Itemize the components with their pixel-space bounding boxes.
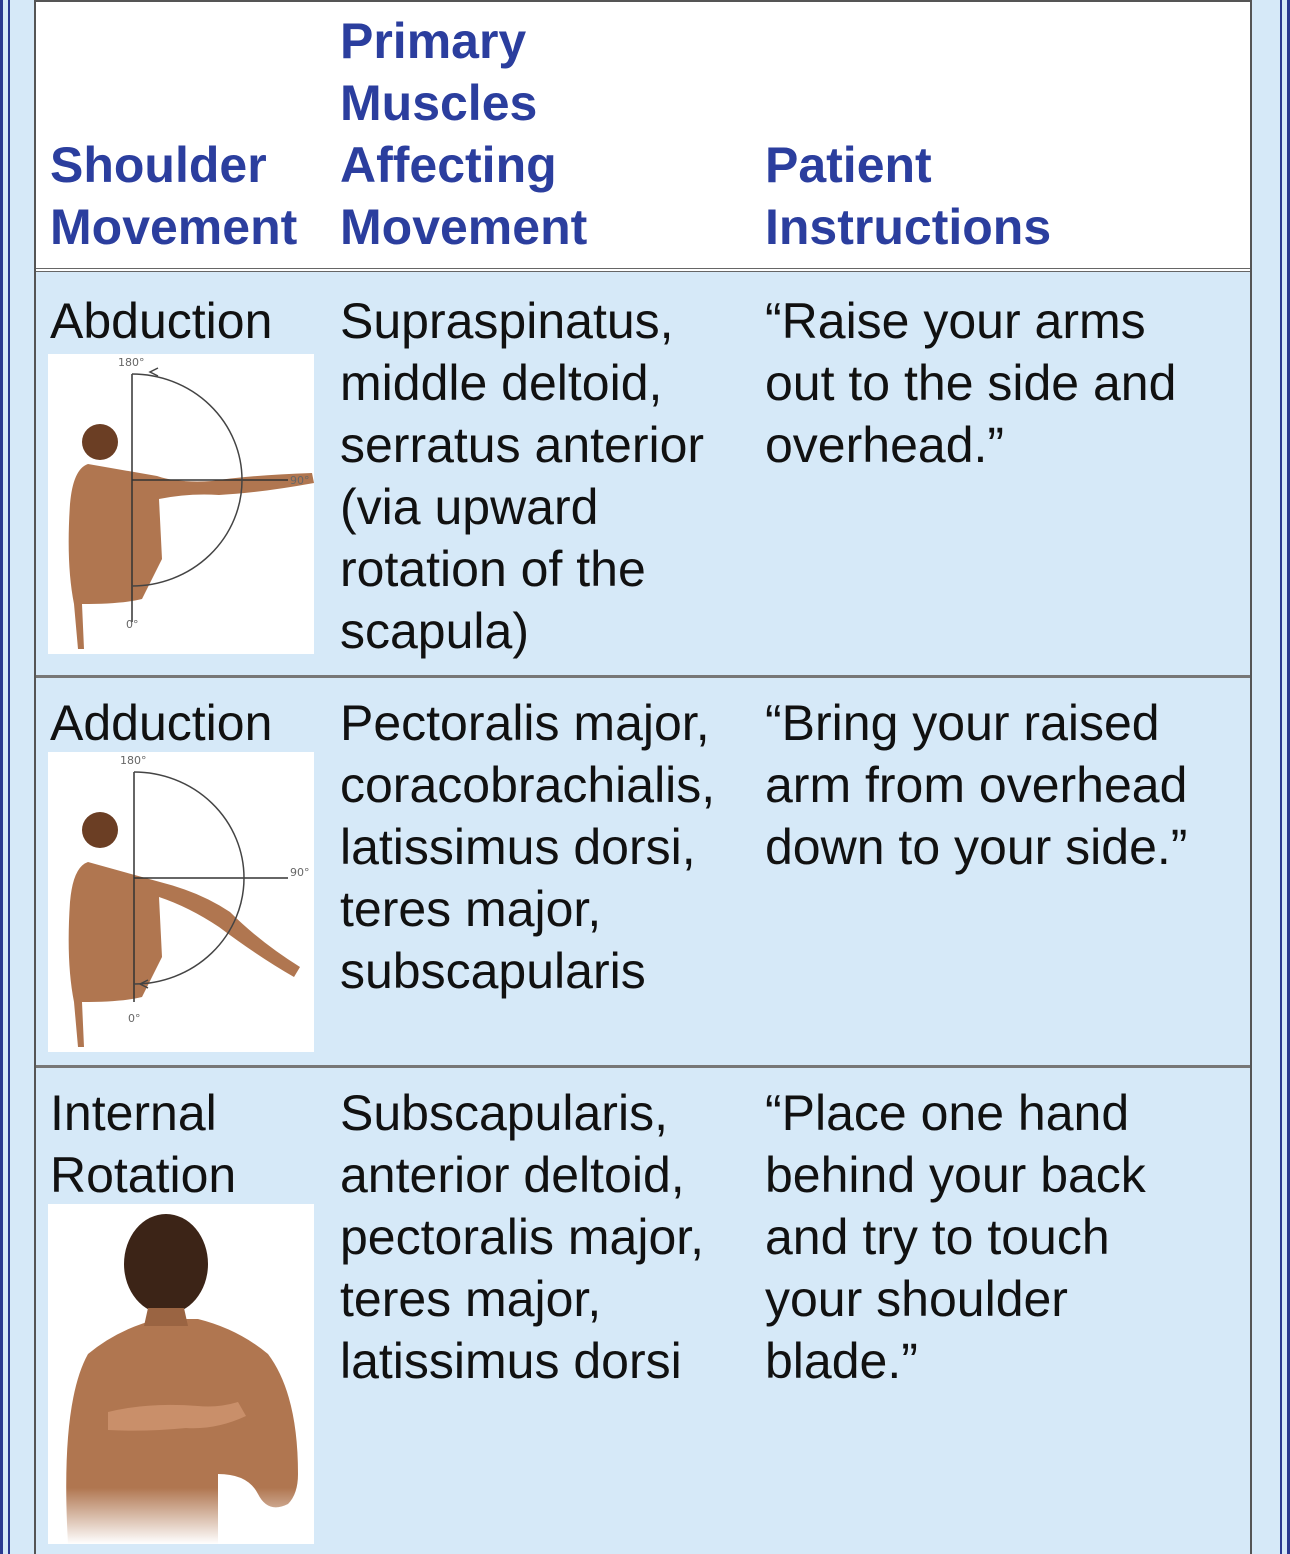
tick-90: 90°: [290, 474, 310, 487]
tick-0: 0°: [128, 1012, 141, 1025]
movement-name: Adduction: [50, 695, 273, 751]
table-row-internal-rotation: Internal Rotation Subscapularis, anterio…: [36, 1068, 1250, 1554]
primary-muscles: Supraspinatus, middle deltoid, serratus …: [340, 293, 705, 659]
abduction-figure: 180° 90° 0°: [48, 354, 314, 654]
page-frame-right: [1287, 0, 1290, 1554]
tick-0: 0°: [126, 618, 139, 631]
shoulder-movement-table: Shoulder Movement Primary Muscles Affect…: [34, 0, 1252, 1554]
tick-180: 180°: [120, 754, 147, 767]
tick-180: 180°: [118, 356, 145, 369]
internal-rotation-figure: [48, 1204, 314, 1544]
movement-name: Abduction: [50, 293, 273, 349]
patient-instructions: “Raise your arms out to the side and ove…: [765, 293, 1177, 473]
adduction-figure: 180° 90° 0°: [48, 752, 314, 1052]
table-row-adduction: Adduction 180° 90° 0° Pectoralis major, …: [36, 678, 1250, 1068]
tick-90: 90°: [290, 866, 310, 879]
header-shoulder-movement: Shoulder Movement: [50, 137, 298, 255]
table-row-abduction: Abduction 180° 90° 0° Supraspinatus, mid…: [36, 276, 1250, 678]
page-frame-left: [0, 0, 3, 1554]
primary-muscles: Pectoralis major, coracobrachialis, lati…: [340, 695, 716, 999]
primary-muscles: Subscapularis, anterior deltoid, pectora…: [340, 1085, 705, 1389]
patient-instructions: “Place one hand behind your back and try…: [765, 1085, 1146, 1389]
movement-name: Internal Rotation: [50, 1085, 237, 1203]
table-header: Shoulder Movement Primary Muscles Affect…: [36, 0, 1250, 272]
header-patient-instructions: Patient Instructions: [765, 137, 1052, 255]
page-frame-right-inner: [1280, 0, 1282, 1554]
header-primary-muscles: Primary Muscles Affecting Movement: [340, 13, 588, 255]
patient-instructions: “Bring your raised arm from overhead dow…: [765, 695, 1188, 875]
page-frame-left-inner: [8, 0, 10, 1554]
